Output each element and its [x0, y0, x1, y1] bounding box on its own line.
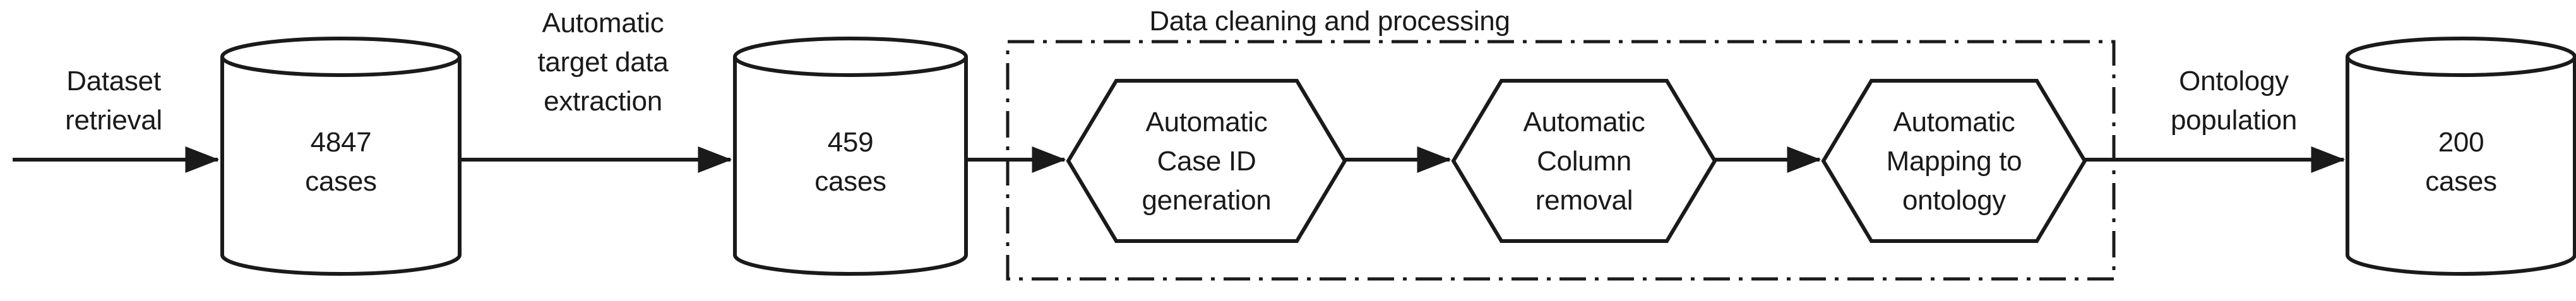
hexagon-label-column-removal: Automatic Column removal	[1523, 107, 1645, 216]
group-title-data-cleaning: Data cleaning and processing	[1081, 5, 1578, 38]
hexagon-node-case-id-generation	[1066, 79, 1347, 243]
cylinder-label-200: 200 cases	[2425, 127, 2497, 197]
edge-label-dataset-retrieval: Dataset retrieval	[65, 66, 162, 136]
cylinder-label-459: 459 cases	[814, 127, 886, 197]
edge-label-ontology-population: Ontology population	[2170, 66, 2298, 136]
hexagon-label-case-id-generation: Automatic Case ID generation	[1142, 107, 1272, 216]
hexagon-node-column-removal	[1451, 79, 1717, 243]
cylinder-node-459	[733, 37, 968, 276]
hexagon-label-mapping-to-ontology: Automatic Mapping to ontology	[1886, 107, 2022, 216]
edge-label-target-data-extraction: Automatic target data extraction	[537, 8, 669, 117]
cylinder-node-4847	[220, 37, 462, 276]
hexagon-node-mapping-to-ontology	[1821, 79, 2087, 243]
cylinder-label-4847: 4847 cases	[305, 127, 377, 197]
cylinder-node-200	[2346, 37, 2576, 276]
